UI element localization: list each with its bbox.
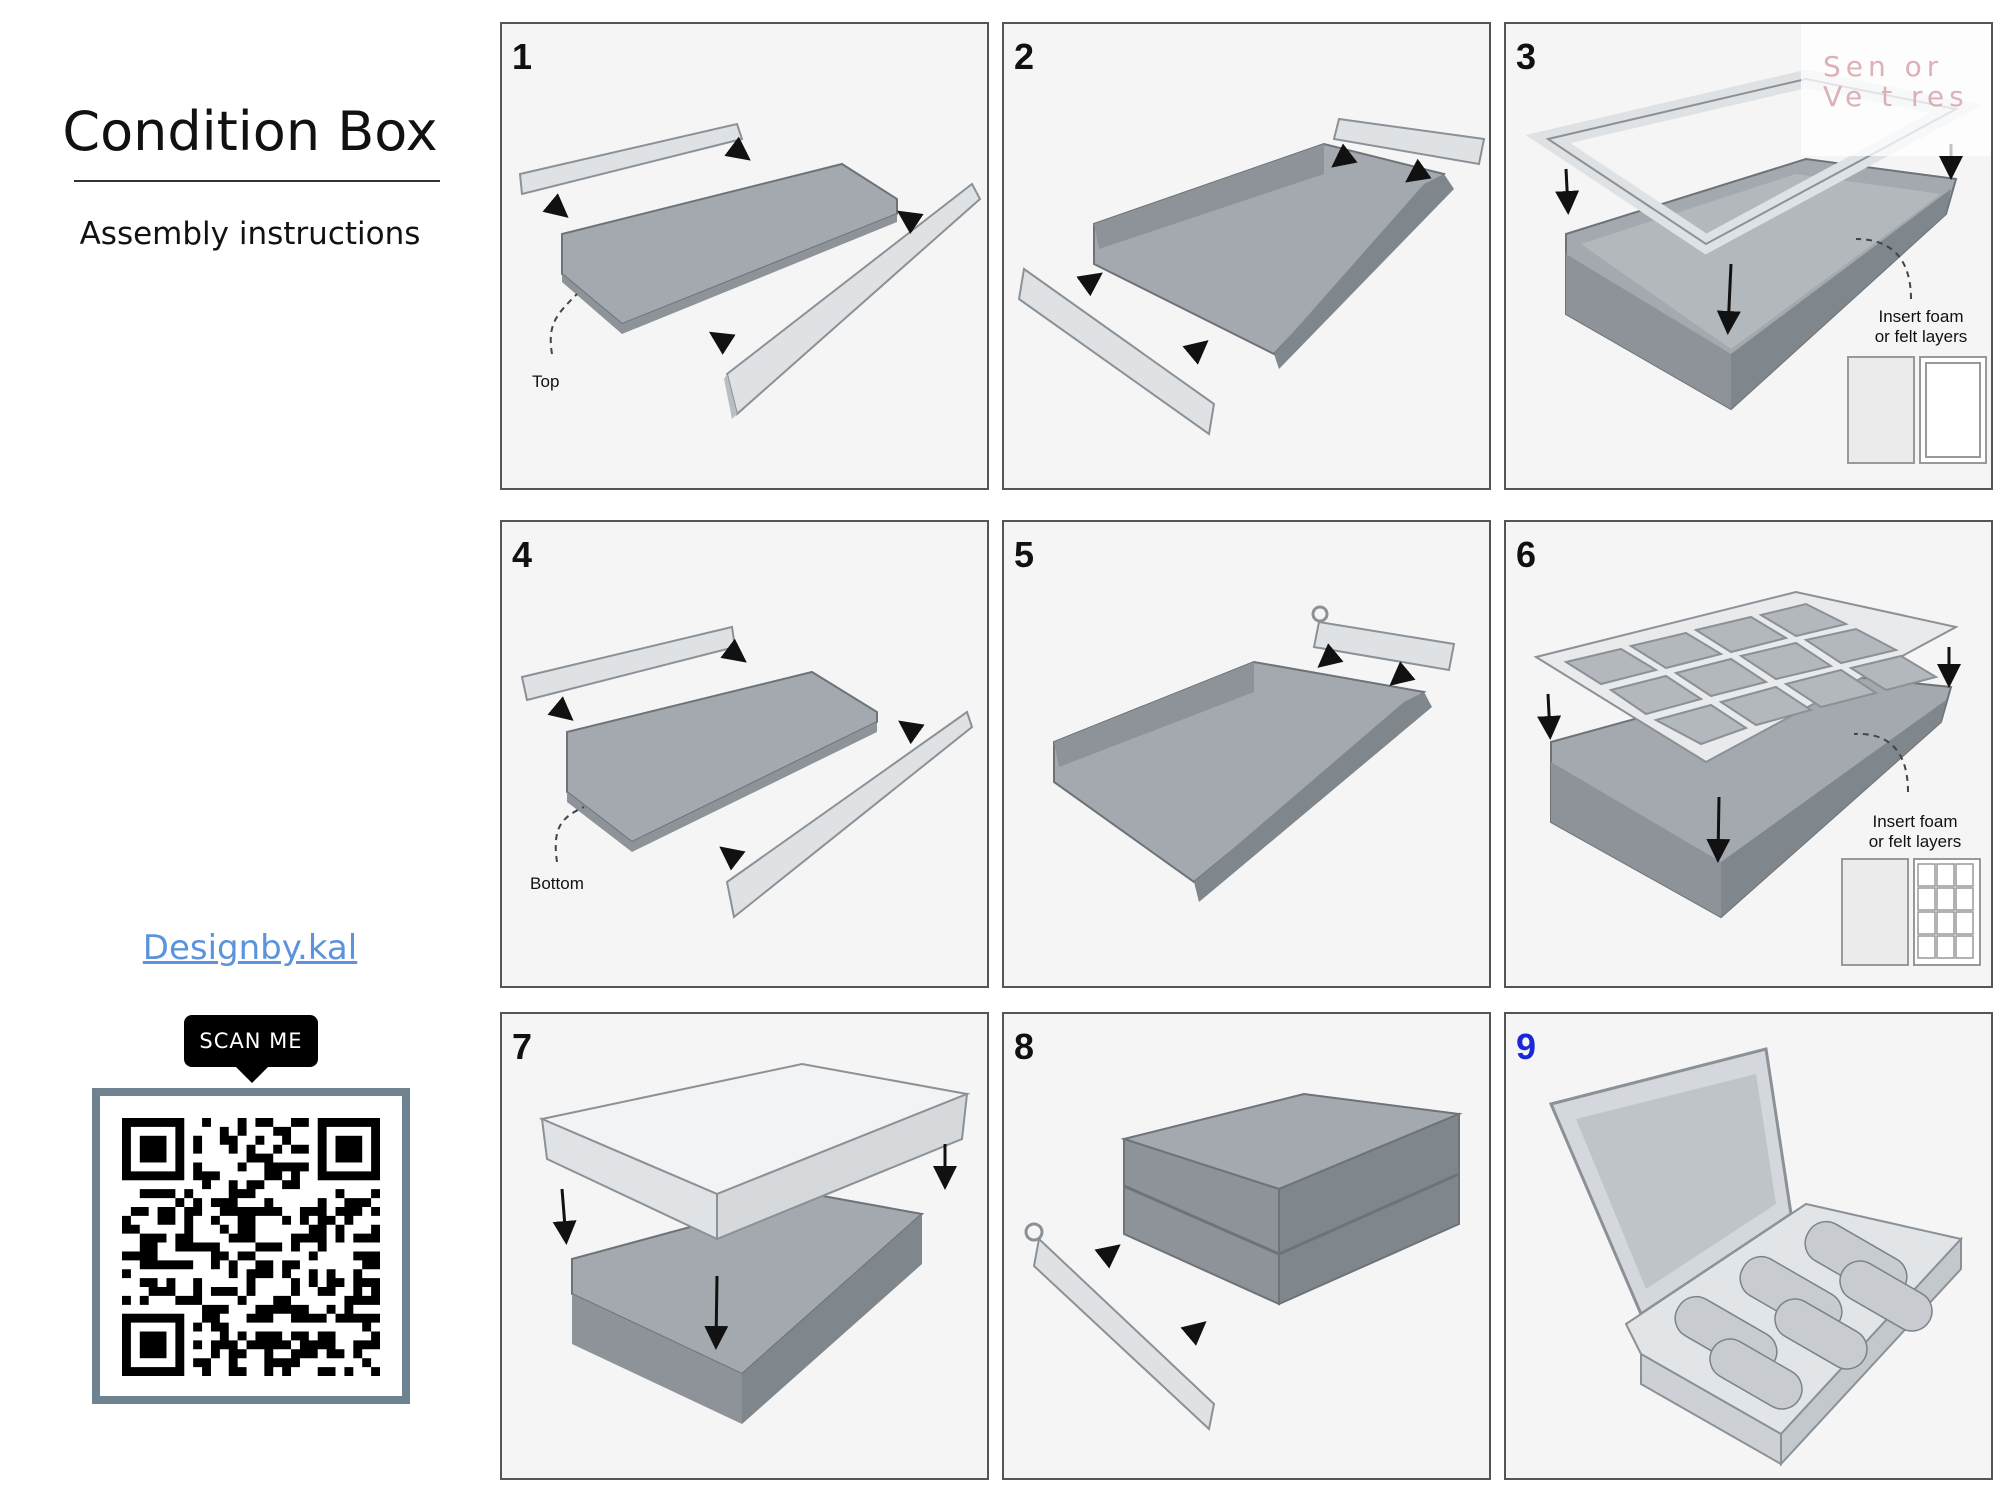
step-1-illustration: [502, 24, 991, 492]
step-number: 6: [1516, 534, 1536, 576]
step-7-illustration: [502, 1014, 991, 1482]
step-5-illustration: [1004, 522, 1493, 990]
step-panel-6: 6 Insert foam or felt layers: [1504, 520, 1993, 988]
step-label: Top: [532, 372, 559, 392]
step-panel-7: 7: [500, 1012, 989, 1480]
sidebar: Condition Box Assembly instructions Desi…: [0, 0, 500, 1500]
step-note: Insert foam or felt layers: [1856, 307, 1986, 347]
step-note: Insert foam or felt layers: [1850, 812, 1980, 852]
step-panel-9: 9: [1504, 1012, 1993, 1480]
watermark-line-2: Ve t res: [1823, 80, 1969, 113]
step-note-line-2: or felt layers: [1856, 327, 1986, 347]
step-number: 8: [1014, 1026, 1034, 1068]
page-subtitle: Assembly instructions: [60, 216, 440, 252]
step-note-line-2: or felt layers: [1850, 832, 1980, 852]
qr-code[interactable]: [92, 1088, 410, 1404]
step-note-line-1: Insert foam: [1850, 812, 1980, 832]
step-panel-1: 1 Top: [500, 22, 989, 490]
step-panel-8: 8: [1002, 1012, 1491, 1480]
step-number: 3: [1516, 36, 1536, 78]
step-2-illustration: [1004, 24, 1493, 492]
step-note-line-1: Insert foam: [1856, 307, 1986, 327]
step-4-illustration: [502, 522, 991, 990]
step-panel-2: 2: [1002, 22, 1491, 490]
scan-me-badge: SCAN ME: [184, 1015, 318, 1067]
page-title: Condition Box: [60, 100, 440, 163]
watermark-line-1: Sen or: [1823, 50, 1943, 83]
step-label: Bottom: [530, 874, 584, 894]
designer-link[interactable]: Designby.kal: [60, 928, 440, 968]
step-panel-4: 4 Bottom: [500, 520, 989, 988]
step-number: 4: [512, 534, 532, 576]
step-6-illustration: [1506, 522, 1995, 990]
step-9-illustration: [1506, 1014, 1995, 1482]
step-number: 7: [512, 1026, 532, 1068]
qr-code-icon: [122, 1118, 380, 1376]
step-8-illustration: [1004, 1014, 1493, 1482]
title-divider: [74, 180, 440, 182]
step-panel-3: 3 Insert foam or felt layers Sen or Ve t…: [1504, 22, 1993, 490]
watermark-logo: Sen or Ve t res: [1801, 24, 1991, 156]
step-panel-5: 5: [1002, 520, 1491, 988]
step-number: 5: [1014, 534, 1034, 576]
step-number: 9: [1516, 1026, 1536, 1068]
step-number: 2: [1014, 36, 1034, 78]
step-number: 1: [512, 36, 532, 78]
